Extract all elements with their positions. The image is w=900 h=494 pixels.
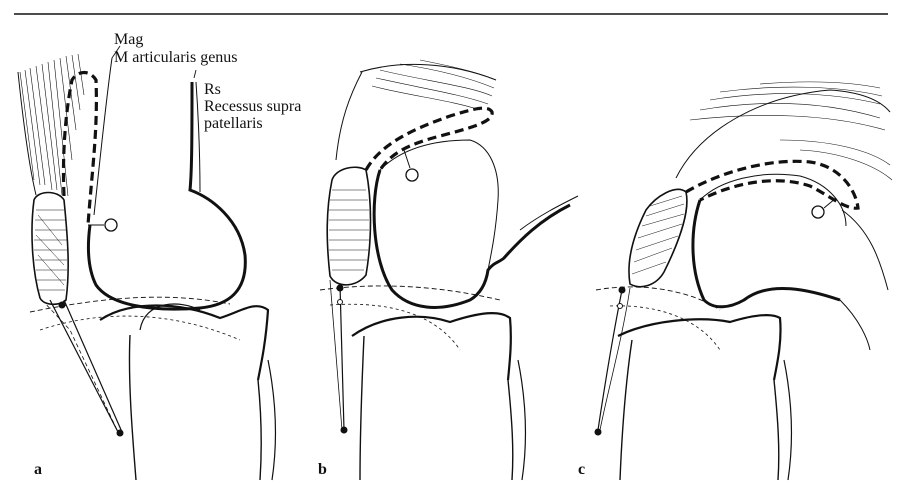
panel-a-patella-hatch [34,210,67,290]
panel-label-b: b [318,462,327,478]
label-mag-abbr: Mag [114,32,143,48]
panel-b-drawing [320,60,578,480]
panel-label-c: c [578,462,585,478]
panel-label-a: a [34,462,42,478]
panel-c-drawing [595,82,892,480]
label-rs-name-line1: Recessus supra [204,99,301,115]
label-rs-name-line2: patellaris [204,116,263,132]
panel-a-patella [32,193,68,305]
label-rs-abbr: Rs [204,82,221,98]
panel-a-muscle-fibers [20,54,84,196]
label-mag-name: M articularis genus [114,50,238,66]
panel-b-muscle-fibers [372,60,496,110]
